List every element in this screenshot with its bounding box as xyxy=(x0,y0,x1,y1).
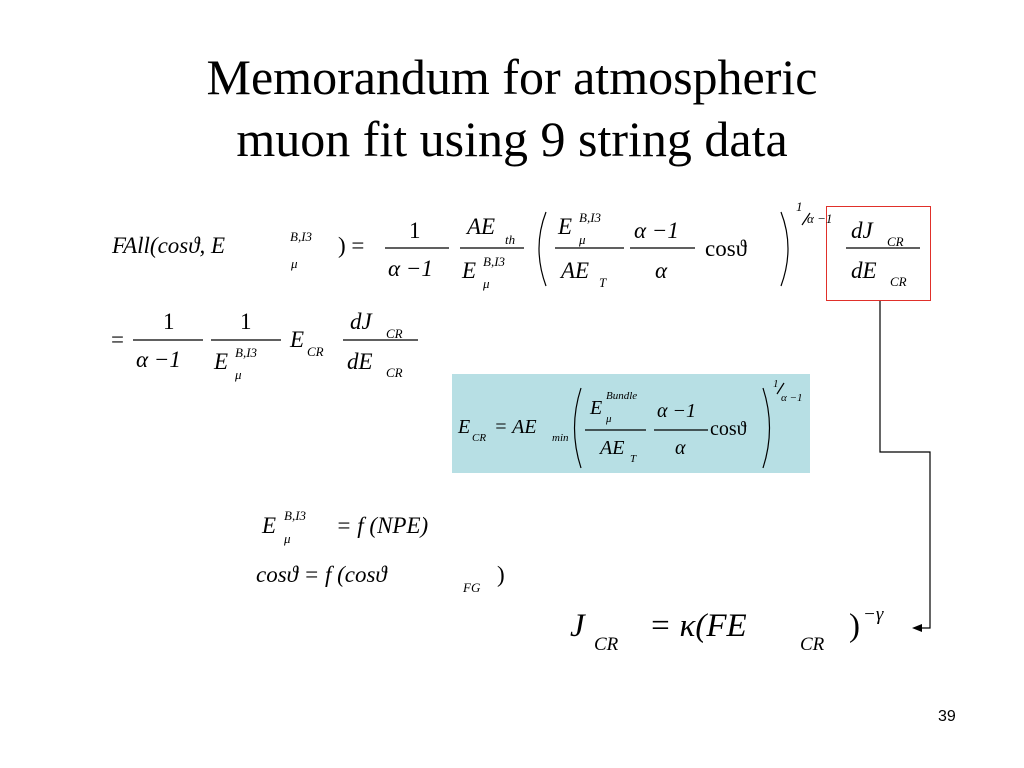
eq1-dj-sub: CR xyxy=(887,234,904,249)
eq4-lhs-sup: B,I3 xyxy=(284,508,307,523)
eq1-exp-num: 1 xyxy=(796,199,803,214)
eq2-de: dE xyxy=(347,349,373,374)
eq2-f2-num: 1 xyxy=(240,309,252,334)
eq1-right-paren xyxy=(780,211,789,287)
eq2-f1-num: 1 xyxy=(163,309,175,334)
eq3-left-paren xyxy=(573,387,582,469)
eq4-lhs-sub: μ xyxy=(284,531,291,546)
eq1-f3-num-sub: μ xyxy=(579,232,586,247)
eq3-f1-den: AE xyxy=(600,437,625,459)
eq5-lhs: cosϑ = f (cosϑ xyxy=(256,562,387,587)
eq3-lhs-sub: CR xyxy=(472,432,487,444)
eq3-f2-num: α −1 xyxy=(657,400,696,422)
eq1-f3-den-sub: T xyxy=(599,275,607,290)
eq2-f2-den-sup: B,I3 xyxy=(235,345,258,360)
eq1-f2-den-sub: μ xyxy=(483,276,490,291)
eq3-exp-num: 1 xyxy=(773,378,779,390)
eq2-dj: dJ xyxy=(350,309,372,334)
connector-line xyxy=(879,301,931,629)
eq1-lhs-close: ) = xyxy=(338,233,365,258)
eq1-de-sub: CR xyxy=(890,274,907,289)
eq2-f1-den: α −1 xyxy=(136,347,181,372)
eq1-left-paren xyxy=(538,211,547,287)
eq1-f1-den: α −1 xyxy=(388,256,433,281)
eq6-exp: −γ xyxy=(863,604,884,625)
eq1-f3-num-sup: B,I3 xyxy=(579,210,602,225)
eq5-close: ) xyxy=(497,562,505,587)
ecr-highlight-box xyxy=(452,374,810,473)
eq3-right-paren xyxy=(762,387,771,469)
eq3-f1-num: E xyxy=(590,397,603,419)
eq2-dj-sub: CR xyxy=(386,326,403,341)
eq1-lhs: FAll(cosϑ, E xyxy=(112,233,226,258)
eq6-close: ) xyxy=(849,608,860,644)
eq1-f4-num: α −1 xyxy=(634,218,679,243)
eq1-f2-num-sub: th xyxy=(505,232,516,247)
eq1-f4-den: α xyxy=(655,258,668,283)
eq1-dj: dJ xyxy=(851,218,873,243)
eq1-cos: cosϑ xyxy=(705,236,748,261)
eq3-lhs: E xyxy=(458,416,471,438)
eq4-rhs: = f (NPE) xyxy=(336,513,429,538)
eq2-f2-den-sub: μ xyxy=(235,367,242,382)
eq1-f3-num: E xyxy=(558,214,573,239)
eq1-lhs-sub: μ xyxy=(291,256,298,271)
eq1-exp-den: α −1 xyxy=(807,211,833,226)
eq1-f2-den-sup: B,I3 xyxy=(483,254,506,269)
eq2-f2-den: E xyxy=(214,349,229,374)
eq1-de: dE xyxy=(851,258,877,283)
eq2-ecr: E xyxy=(290,327,305,352)
eq6-lhs: J xyxy=(570,608,585,644)
eq3-f2-den: α xyxy=(675,437,686,459)
eq3-exp-den: α −1 xyxy=(781,392,803,404)
eq6-lhs-sub: CR xyxy=(594,634,619,655)
eq3-f1-den-sub: T xyxy=(630,453,637,465)
eq1-f1-num: 1 xyxy=(409,218,421,243)
eq2-equals: = xyxy=(111,327,124,352)
eq2-de-sub: CR xyxy=(386,365,403,380)
eq4-lhs: E xyxy=(262,513,277,538)
eq3-min-sub: min xyxy=(552,432,569,444)
eq3-exp-slash xyxy=(776,382,785,395)
title-line-1: Memorandum for atmospheric xyxy=(206,49,818,105)
title-line-2: muon fit using 9 string data xyxy=(236,111,788,167)
eq2-ecr-sub: CR xyxy=(307,344,324,359)
eq1-f2-num: AE xyxy=(467,214,496,239)
eq3-cos: cosϑ xyxy=(710,418,747,440)
slide-number: 39 xyxy=(938,708,956,725)
eq6-rhs-sub: CR xyxy=(800,634,825,655)
eq1-exp-slash xyxy=(801,212,811,226)
connector-arrowhead xyxy=(912,624,922,632)
eq1-f3-den: AE xyxy=(561,258,590,283)
slide-title: Memorandum for atmospheric muon fit usin… xyxy=(0,46,1024,170)
eq5-sub: FG xyxy=(463,580,481,595)
eq1-lhs-sup: B,I3 xyxy=(290,229,313,244)
eq1-f2-den: E xyxy=(462,258,477,283)
djcr-dec-highlight-box xyxy=(826,206,931,301)
eq3-eq: = AE xyxy=(494,416,537,438)
eq3-f1-num-sup: Bundle xyxy=(606,390,638,402)
eq6-rhs: = κ(FE xyxy=(649,608,747,644)
eq3-f1-num-sub: μ xyxy=(606,413,612,425)
